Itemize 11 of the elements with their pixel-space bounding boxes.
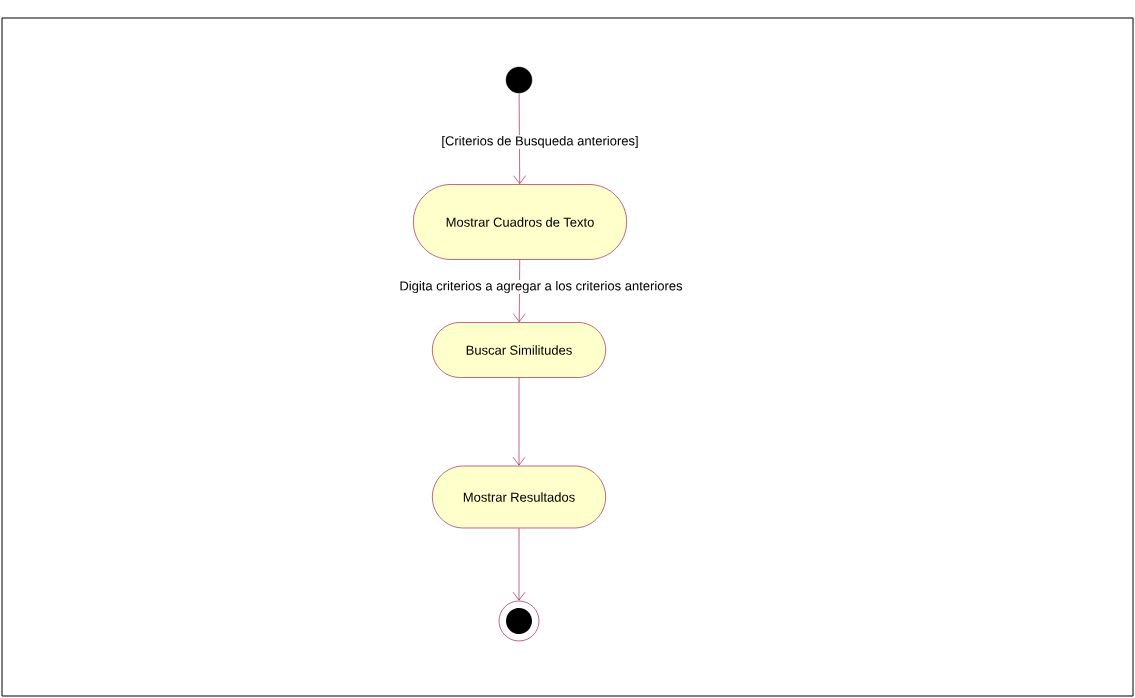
- arrow: [512, 528, 526, 601]
- activity-box: Mostrar Resultados: [432, 465, 606, 529]
- arrow: [512, 377, 526, 466]
- initial-state: [505, 66, 533, 94]
- arrow: [513, 259, 526, 322]
- activity-box: Buscar Similitudes: [432, 322, 606, 378]
- arrow: [513, 92, 526, 184]
- activity-box: Mostrar Cuadros de Texto: [413, 184, 627, 260]
- final-state: [498, 600, 540, 642]
- edge-label: [Criterios de Busqueda anteriores]: [440, 134, 640, 150]
- edge-label: Digita criterios a agregar a los criterios anteriores: [398, 279, 684, 295]
